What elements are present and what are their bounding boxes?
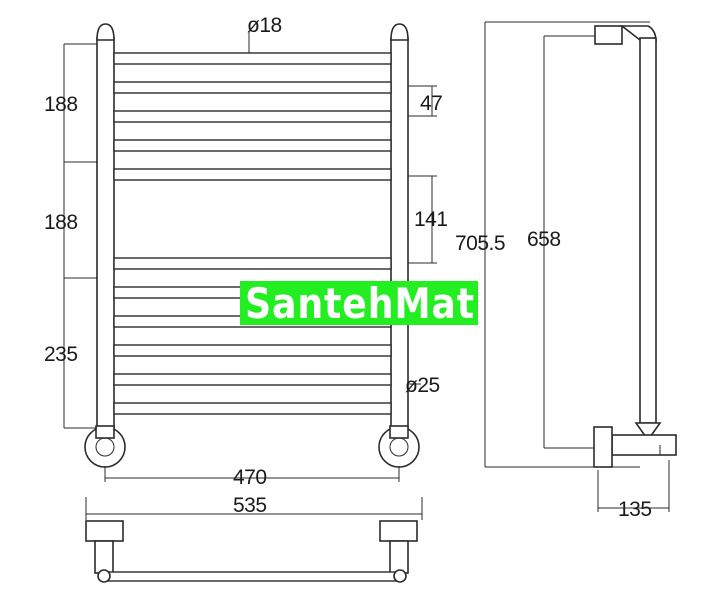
towel-bar [113,373,392,386]
top-view: 535 [85,494,423,583]
dim-pipe-diameter: ø25 [405,374,440,397]
watermark-text: SantehMat [245,279,475,328]
right-pipe-cap [390,23,409,41]
left-collector-pipe [96,37,115,431]
right-bottom-connector [378,425,420,468]
right-end-cap [393,569,407,583]
dim-total-height: 705.5 [455,232,505,255]
towel-bars [113,52,392,415]
right-collector-pipe [390,37,409,431]
dim-bar-gap: 47 [420,92,442,115]
left-bracket-stem [94,540,114,574]
left-bottom-connector [84,425,126,468]
left-wall-bracket [85,520,124,542]
left-height-dimensions [63,43,97,429]
towel-bar [113,344,392,357]
right-wall-bracket [379,520,418,542]
top-view-bar [103,571,401,582]
watermark: SantehMat [240,279,478,328]
towel-bar [113,139,392,152]
dim-section-1: 188 [44,93,78,116]
side-bottom-bracket [593,426,613,468]
dim-depth: 135 [618,498,652,521]
axis-width-dimension [104,466,400,482]
front-view: 188 188 235 ø18 47 141 ø25 470 [44,14,448,489]
side-valve-head [634,422,662,442]
wide-gap-dimension [408,175,437,264]
dim-axis-width: 470 [233,466,267,489]
bar-gap-dimension [408,85,437,117]
side-view: 705.5 658 135 [455,21,677,521]
watermark-background [240,281,478,325]
dim-axis-height: 658 [527,228,561,251]
towel-bar [113,402,392,415]
dim-section-2: 188 [44,211,78,234]
towel-bar [113,81,392,94]
left-end-cap [97,569,111,583]
dim-wide-gap: 141 [414,208,448,231]
side-top-bracket [594,25,623,45]
towel-bar [113,257,392,270]
side-bottom-connector [611,434,677,456]
towel-bar [113,52,392,65]
dim-top-diameter: ø18 [247,14,282,37]
dim-section-3: 235 [44,343,78,366]
dim-overall-width: 535 [233,494,267,517]
towel-bar [113,110,392,123]
side-vertical-pipe [639,37,657,424]
towel-bar [113,168,392,181]
left-pipe-cap [96,23,115,41]
right-bracket-stem [389,540,409,574]
